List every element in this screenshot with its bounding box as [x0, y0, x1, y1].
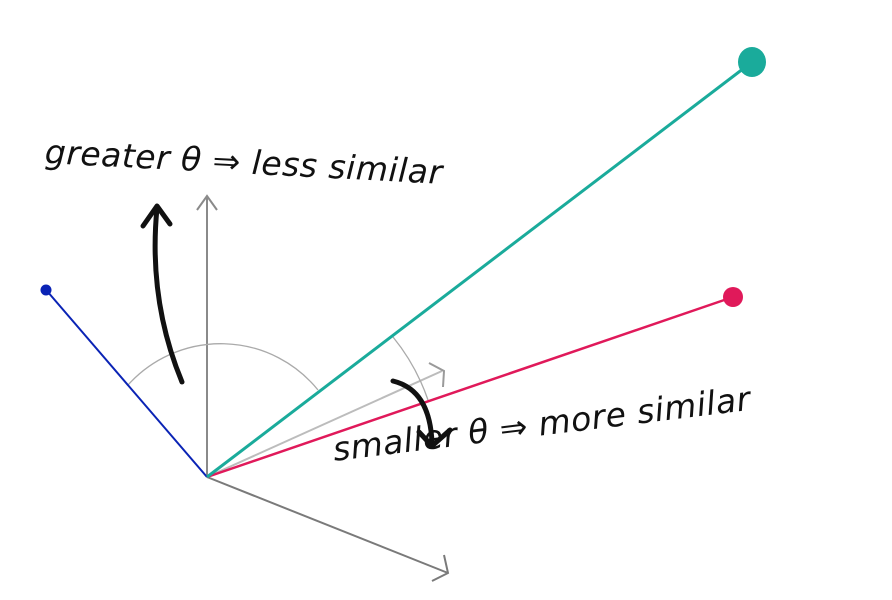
blue-vector: [40, 284, 208, 478]
red-vector: [206, 287, 743, 479]
teal-vector-endpoint: [738, 47, 766, 77]
small-angle-arc: [392, 336, 429, 401]
curved-arrow-up: [140, 203, 185, 385]
down-right-axis: [206, 476, 450, 582]
vertical-axis: [196, 194, 218, 477]
red-vector-endpoint: [723, 287, 743, 307]
curved-arrow-down: [390, 378, 453, 449]
teal-vector: [206, 47, 766, 479]
light-right-axis: [206, 362, 446, 478]
blue-vector-endpoint: [40, 284, 52, 296]
large-angle-arc: [127, 343, 319, 391]
